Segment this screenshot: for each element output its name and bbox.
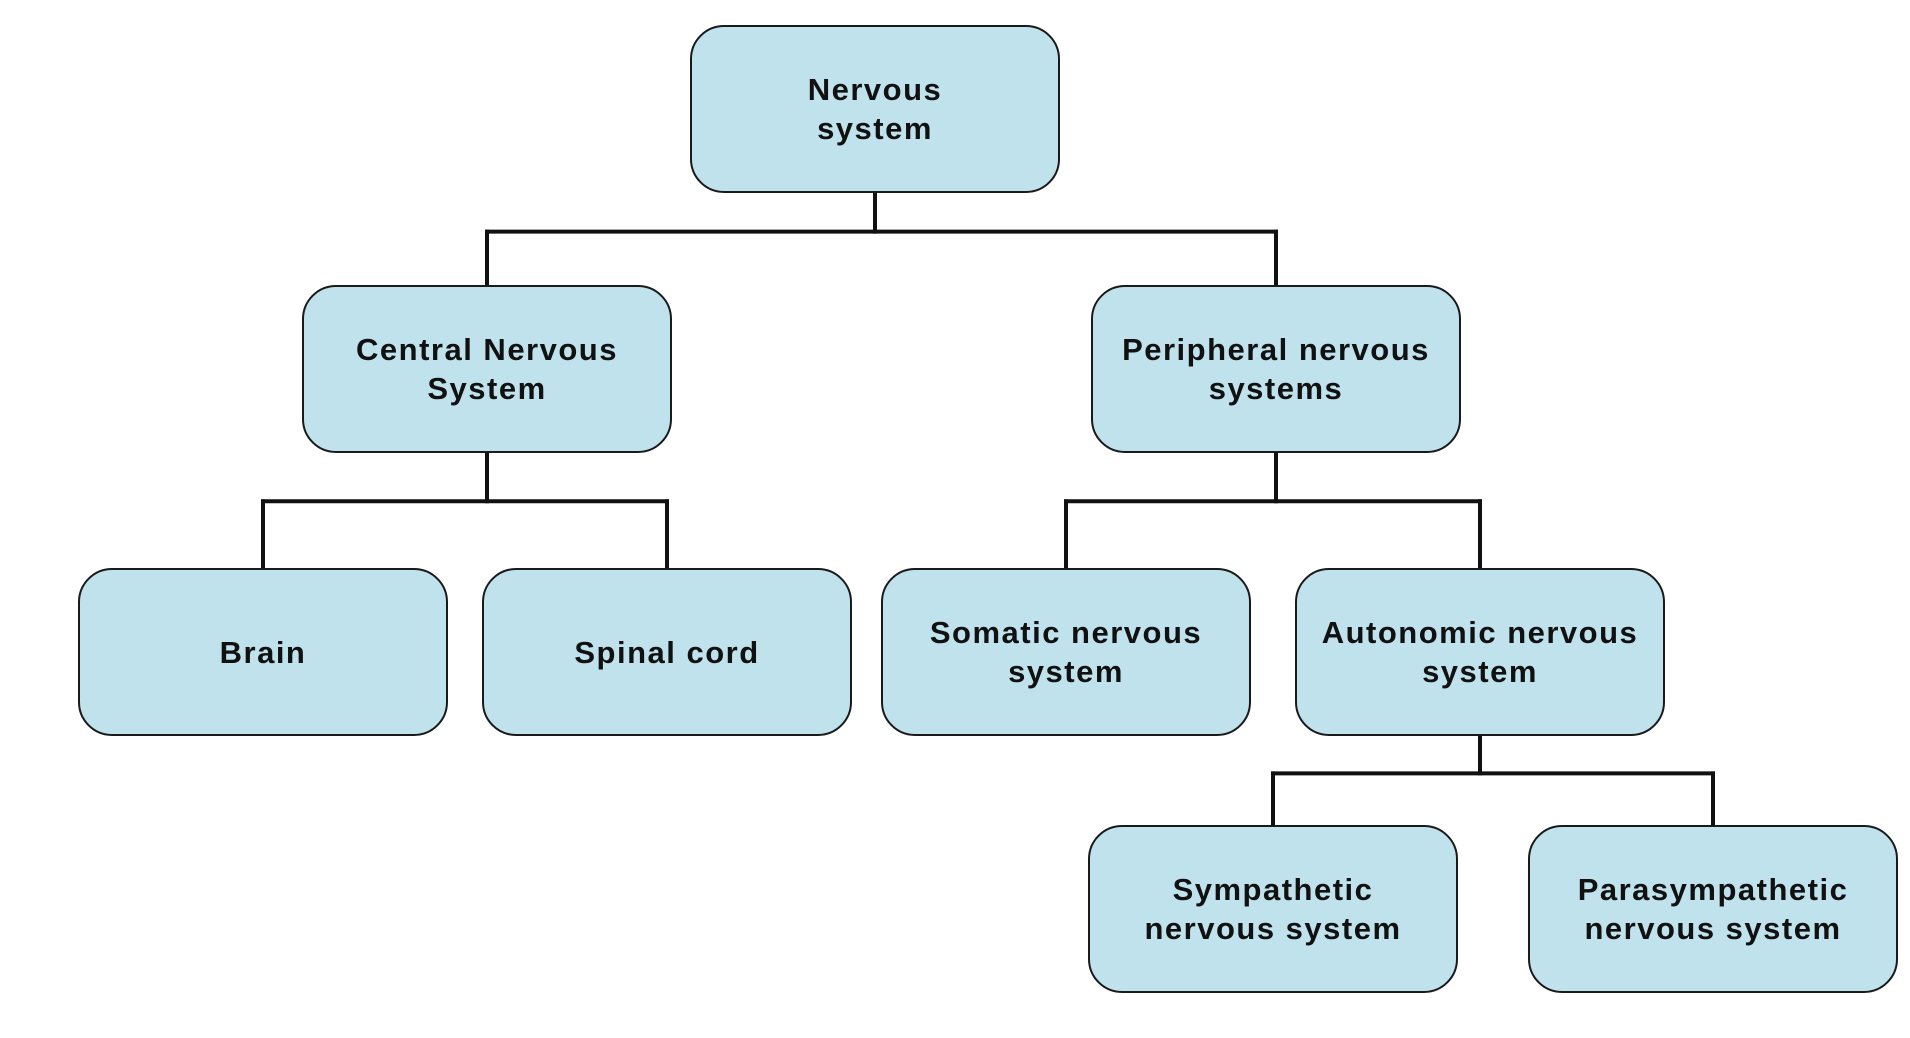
node-label-peripheral-nervous-systems: Peripheral nervous systems [1122, 332, 1430, 406]
node-label-parasympathetic-nervous-system: Parasympathetic nervous system [1577, 872, 1849, 946]
node-label-somatic-nervous-system: Somatic nervous system [929, 615, 1203, 689]
node-label-sympathetic-nervous-system: Sympathetic nervous system [1144, 872, 1402, 946]
node-sympathetic-nervous-system: Sympathetic nervous system [1088, 825, 1458, 993]
node-autonomic-nervous-system: Autonomic nervous system [1295, 568, 1665, 736]
node-spinal-cord: Spinal cord [482, 568, 852, 736]
node-nervous-system: Nervous system [690, 25, 1060, 193]
node-parasympathetic-nervous-system: Parasympathetic nervous system [1528, 825, 1898, 993]
node-label-brain: Brain [219, 634, 307, 670]
node-label-spinal-cord: Spinal cord [574, 634, 760, 670]
node-label-autonomic-nervous-system: Autonomic nervous system [1321, 615, 1639, 689]
node-central-nervous-system: Central Nervous System [302, 285, 672, 453]
node-brain: Brain [78, 568, 448, 736]
node-label-nervous-system: Nervous system [807, 72, 943, 146]
node-somatic-nervous-system: Somatic nervous system [881, 568, 1251, 736]
node-label-central-nervous-system: Central Nervous System [356, 332, 618, 406]
node-peripheral-nervous-systems: Peripheral nervous systems [1091, 285, 1461, 453]
